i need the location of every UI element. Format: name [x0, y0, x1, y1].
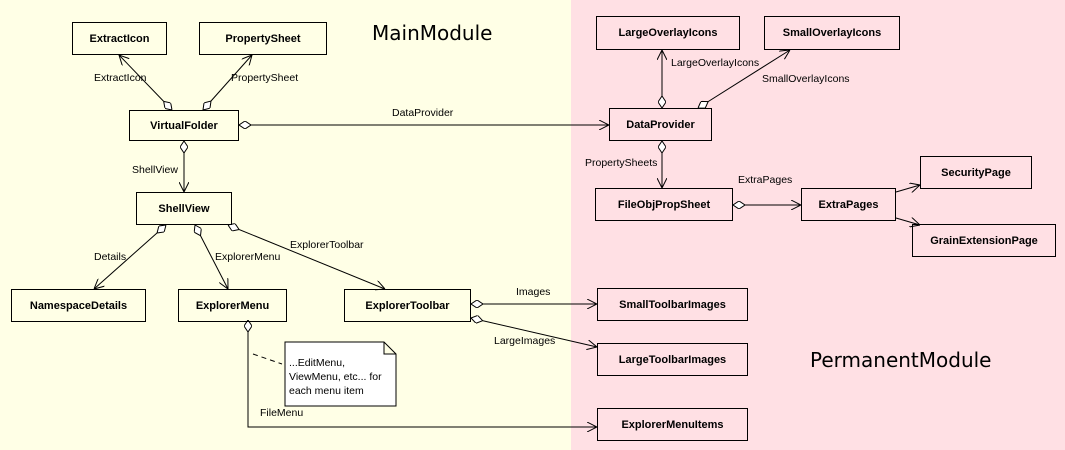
note-line-3: each menu item — [289, 385, 364, 397]
link-explorermenu-explorermenuitems — [248, 320, 597, 427]
link-shellview-namespacedetails — [94, 225, 166, 289]
dataprovider-class-box: DataProvider — [609, 108, 712, 141]
edge-label-largeoverlayicons: LargeOverlayIcons — [671, 57, 760, 69]
largetoolbarimages-class-box: LargeToolbarImages — [597, 343, 748, 376]
note-connector — [252, 353, 283, 365]
explorermenu-class-box: ExplorerMenu — [178, 289, 287, 322]
fileobjpropsheet-class-box: FileObjPropSheet — [595, 188, 733, 221]
link-virtualfolder-extracticon — [119, 55, 172, 110]
explorertoolbar-class-box: ExplorerToolbar — [344, 289, 471, 322]
main-module-title: MainModule — [372, 21, 493, 45]
shellview-class-box: ShellView — [136, 192, 232, 225]
edge-label-shellview: ShellView — [132, 164, 178, 176]
note-line-2: ViewMenu, etc... for — [289, 371, 382, 383]
note-shape — [284, 341, 397, 407]
edge-label-smalloverlayicons: SmallOverlayIcons — [762, 73, 850, 85]
edge-label-images: Images — [516, 286, 551, 298]
virtualfolder-class-box: VirtualFolder — [129, 110, 239, 141]
link-shellview-explorermenu — [195, 225, 228, 289]
smalltoolbarimages-class-box: SmallToolbarImages — [597, 288, 748, 321]
smalloverlayicons-class-box: SmallOverlayIcons — [764, 16, 900, 50]
edge-label-propertysheet: PropertySheet — [231, 72, 299, 84]
namespacedetails-class-box: NamespaceDetails — [11, 289, 146, 322]
permanent-module-title: PermanentModule — [810, 348, 992, 372]
securitypage-class-box: SecurityPage — [920, 156, 1032, 189]
edge-label-details: Details — [94, 251, 127, 263]
edge-label-propertysheets: PropertySheets — [585, 157, 658, 169]
note-line-1: ...EditMenu, — [289, 357, 346, 369]
link-extrapages-securitypage — [895, 185, 920, 192]
edge-label-extrapages: ExtraPages — [738, 174, 793, 186]
edge-label-explorermenu: ExplorerMenu — [215, 251, 281, 263]
edge-label-largeimages: LargeImages — [494, 335, 556, 347]
link-virtualfolder-propertysheet — [203, 55, 252, 110]
edge-label-extracticon: ExtractIcon — [94, 72, 147, 84]
propertysheet-class-box: PropertySheet — [199, 22, 327, 55]
edge-label-explorertoolbar: ExplorerToolbar — [290, 239, 364, 251]
link-shellview-explorertoolbar — [228, 225, 385, 289]
explorermenuitems-class-box: ExplorerMenuItems — [597, 408, 748, 441]
link-dataprovider-smalloverlayicons — [698, 50, 790, 108]
largeoverlayicons-class-box: LargeOverlayIcons — [596, 16, 740, 50]
extracticon-class-box: ExtractIcon — [72, 22, 167, 55]
edge-label-filemenu: FileMenu — [260, 407, 304, 419]
extrapages-class-box: ExtraPages — [801, 188, 896, 221]
grainextensionpage-class-box: GrainExtensionPage — [912, 224, 1056, 257]
menu-items-note: ...EditMenu, ViewMenu, etc... for each m… — [289, 356, 393, 398]
edge-label-dataprovider: DataProvider — [392, 107, 454, 119]
link-extrapages-grainextensionpage — [895, 218, 920, 225]
